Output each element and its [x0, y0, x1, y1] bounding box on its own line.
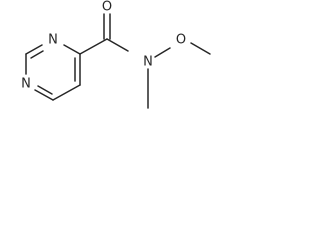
atom-label-o-methoxy: O: [176, 33, 186, 48]
ring-bond-n1-c2: [63, 44, 81, 55]
bond-o-methyl: [190, 42, 211, 55]
bond-ring-carbonyl: [79, 38, 108, 55]
chemical-structure: N N O N O: [21, 0, 211, 109]
atom-label-o-carbonyl: O: [102, 0, 112, 15]
atom-label-n-bottom: N: [21, 77, 31, 92]
atom-label-n-top: N: [48, 33, 58, 48]
ring-bond-c7-n1: [25, 44, 43, 55]
ring-bond-c4-c5: [34, 89, 54, 101]
ring-bond-c4-c5-inner: [37, 85, 53, 95]
atom-label-n-amide: N: [143, 55, 153, 70]
ring-bond-c3-c4: [52, 84, 81, 101]
ring-bond-c7-n1-inner: [30, 50, 44, 59]
bond-n-o: [154, 47, 171, 58]
bond-carbonyl-n: [106, 38, 129, 52]
